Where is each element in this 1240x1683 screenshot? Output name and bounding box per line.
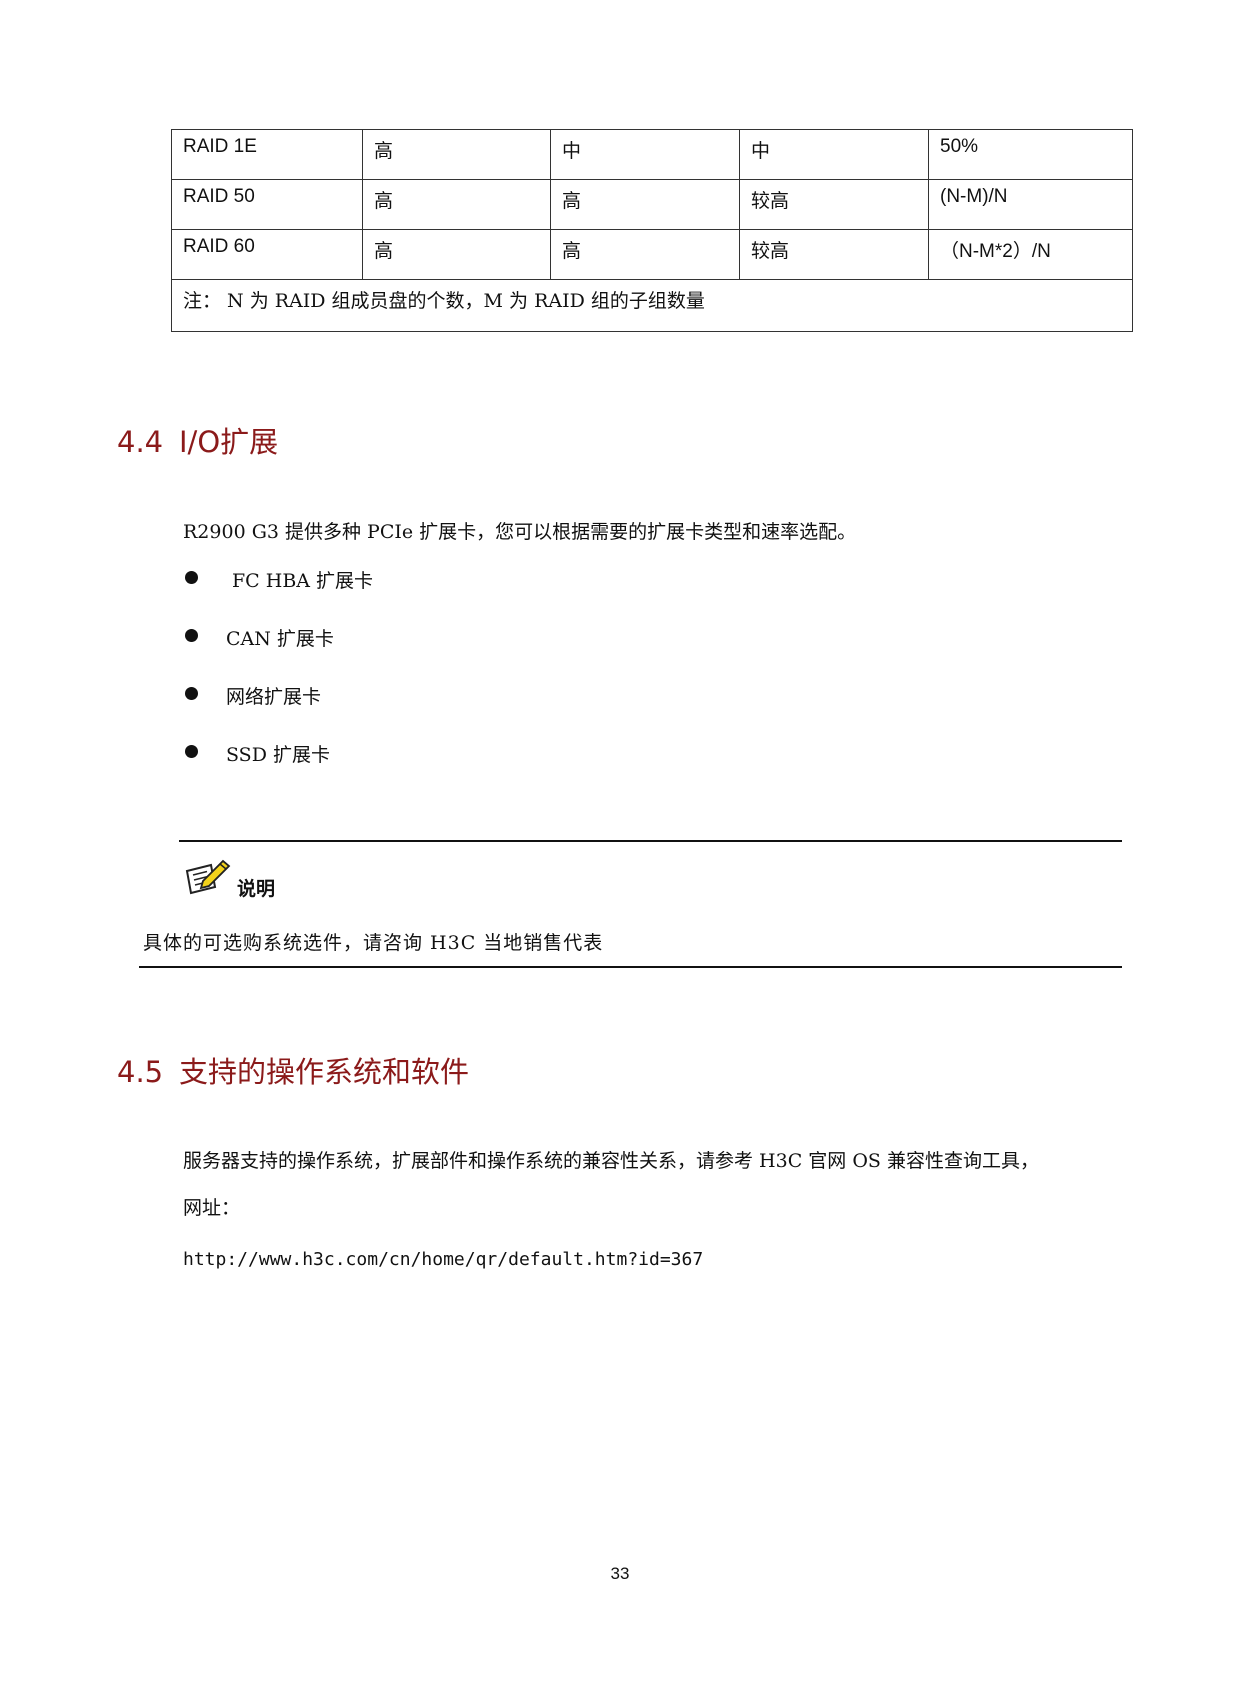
note-bottom-rule — [139, 966, 1122, 968]
list-item: SSD 扩展卡 — [185, 740, 373, 798]
bullet-icon — [185, 571, 198, 584]
table-cell: 50% — [928, 129, 1133, 180]
table-cell: RAID 50 — [171, 179, 363, 230]
section-paragraph-line-2: 网址： — [183, 1197, 241, 1219]
table-row: RAID 60 高 高 较高 （N-M*2）/N — [171, 229, 1133, 280]
table-note-row: 注： N 为 RAID 组成员盘的个数，M 为 RAID 组的子组数量 — [171, 279, 1133, 332]
raid-level-table: RAID 1E 高 中 中 50% RAID 50 高 高 较高 (N-M)/N… — [171, 129, 1133, 332]
table-cell: 高 — [550, 229, 740, 280]
section-number: 4.5 — [117, 1055, 164, 1089]
table-cell: 较高 — [739, 179, 929, 230]
page-number: 33 — [610, 1564, 630, 1583]
table-cell: 较高 — [739, 229, 929, 280]
table-cell: （N-M*2）/N — [928, 229, 1133, 280]
table-cell: 中 — [739, 129, 929, 180]
section-paragraph-line-1: 服务器支持的操作系统，扩展部件和操作系统的兼容性关系，请参考 H3C 官网 OS… — [183, 1150, 1039, 1172]
table-row: RAID 1E 高 中 中 50% — [171, 129, 1133, 180]
expansion-card-list: FC HBA 扩展卡 CAN 扩展卡 网络扩展卡 SSD 扩展卡 — [185, 566, 373, 798]
list-item: FC HBA 扩展卡 — [185, 566, 373, 624]
table-cell: RAID 1E — [171, 129, 363, 180]
section-title: I/O扩展 — [179, 425, 279, 459]
table-cell: RAID 60 — [171, 229, 363, 280]
note-top-rule — [179, 840, 1122, 842]
table-cell: 中 — [550, 129, 740, 180]
bullet-icon — [185, 745, 198, 758]
section-number: 4.4 — [117, 425, 164, 459]
bullet-icon — [185, 687, 198, 700]
list-item: CAN 扩展卡 — [185, 624, 373, 682]
table-cell: 高 — [362, 179, 551, 230]
section-intro: R2900 G3 提供多种 PCIe 扩展卡，您可以根据需要的扩展卡类型和速率选… — [183, 521, 857, 543]
note-text: 具体的可选购系统选件，请咨询 H3C 当地销售代表 — [143, 932, 604, 954]
section-title: 支持的操作系统和软件 — [179, 1055, 470, 1089]
table-cell: (N-M)/N — [928, 179, 1133, 230]
note-label: 说明 — [237, 879, 276, 900]
table-cell: 高 — [362, 129, 551, 180]
table-row: RAID 50 高 高 较高 (N-M)/N — [171, 179, 1133, 230]
section-heading-4-5: 4.5 支持的操作系统和软件 — [117, 1049, 469, 1091]
list-item: 网络扩展卡 — [185, 682, 373, 740]
note-pencil-icon — [185, 859, 231, 895]
table-note: 注： N 为 RAID 组成员盘的个数，M 为 RAID 组的子组数量 — [171, 279, 1133, 332]
bullet-icon — [185, 629, 198, 642]
os-compatibility-url[interactable]: http://www.h3c.com/cn/home/qr/default.ht… — [183, 1249, 704, 1270]
table-cell: 高 — [362, 229, 551, 280]
table-cell: 高 — [550, 179, 740, 230]
section-heading-4-4: 4.4 I/O扩展 — [117, 419, 278, 461]
